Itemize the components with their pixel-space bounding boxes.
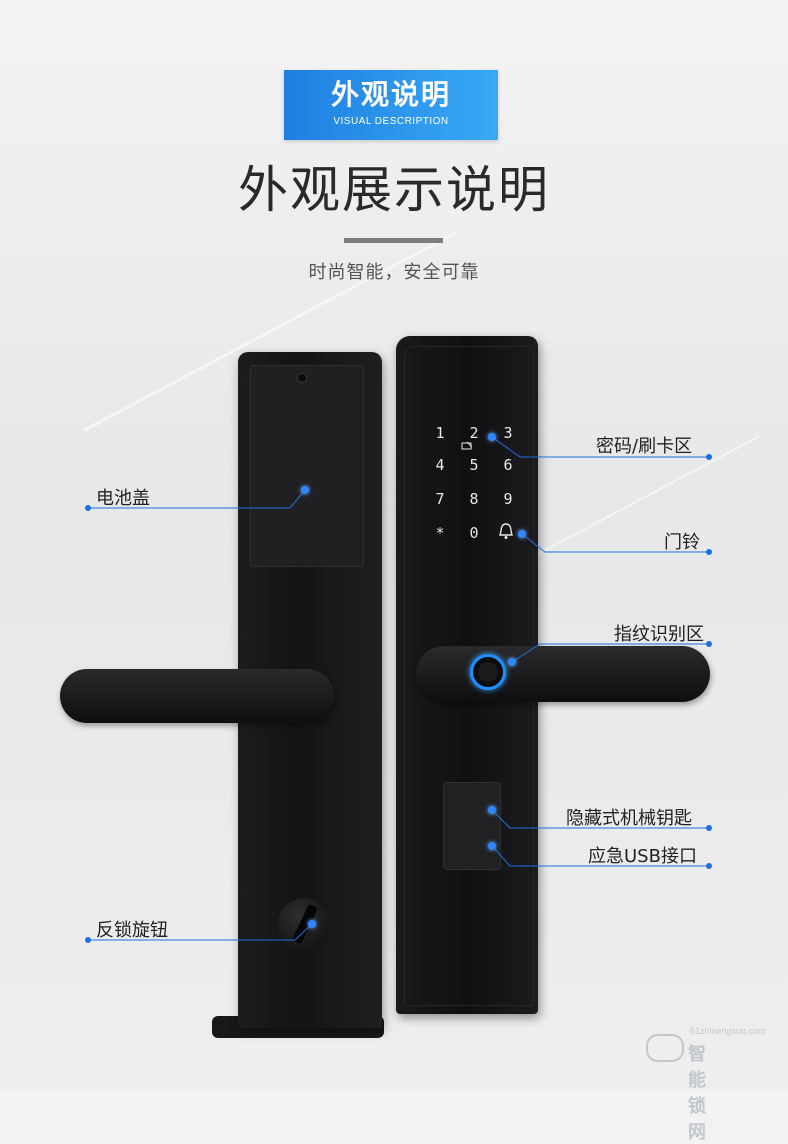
key-8: 8 (469, 490, 479, 508)
card-icon (460, 438, 474, 460)
usb-key-cover (443, 782, 501, 870)
callout-line-battery (88, 489, 306, 509)
usb-target-dot (488, 842, 496, 850)
title-divider (344, 238, 443, 243)
battery-end-dot (85, 505, 91, 511)
battery-target-dot (301, 486, 309, 494)
watermark-text: 智能锁网 (688, 1044, 706, 1143)
knob-target-dot (308, 920, 316, 928)
inner-handle (60, 669, 334, 723)
password-target-dot (488, 433, 496, 441)
key-4: 4 (435, 456, 445, 474)
key-star: * (435, 524, 445, 542)
key-0: 0 (469, 524, 479, 542)
bell-icon (492, 522, 520, 544)
key-1: 1 (435, 424, 445, 442)
fingerprint-end-dot (706, 641, 712, 647)
callout-line-usb (491, 845, 708, 867)
key-2: 2 (469, 424, 479, 442)
label-hidden-key: 隐藏式机械钥匙 (566, 808, 692, 829)
label-lock-knob: 反锁旋钮 (96, 920, 168, 941)
doorbell-target-dot (518, 530, 526, 538)
password-end-dot (706, 454, 712, 460)
fingerprint-sensor (478, 662, 498, 682)
key-7: 7 (435, 490, 445, 508)
label-battery-cover: 电池盖 (96, 488, 150, 509)
callout-line-fingerprint (511, 643, 708, 663)
fingerprint-target-dot (508, 658, 516, 666)
badge-title: 外观说明 (330, 78, 451, 111)
callout-line-knob (88, 923, 313, 941)
key-9: 9 (503, 490, 513, 508)
callout-lines (88, 436, 708, 941)
page-title: 外观展示说明 (238, 161, 550, 219)
watermark-logo-icon (646, 1034, 684, 1062)
knob-end-dot (85, 937, 91, 943)
doorbell-end-dot (706, 549, 712, 555)
usb-end-dot (706, 863, 712, 869)
hidden-key-end-dot (706, 825, 712, 831)
section-badge: 外观说明 VISUAL DESCRIPTION (284, 70, 498, 140)
key-3: 3 (503, 424, 513, 442)
label-doorbell: 门铃 (664, 532, 700, 553)
cover-screw-icon (297, 373, 307, 383)
badge-subtitle: VISUAL DESCRIPTION (333, 116, 449, 127)
label-password-card: 密码/刷卡区 (596, 436, 693, 457)
callout-line-doorbell (521, 533, 708, 553)
watermark-url: 51zhinengsuo.com (690, 1026, 766, 1036)
page-subtitle: 时尚智能，安全可靠 (308, 262, 480, 283)
key-6: 6 (503, 456, 513, 474)
key-5: 5 (469, 456, 479, 474)
hidden-key-target-dot (488, 806, 496, 814)
battery-cover (250, 365, 364, 567)
label-fingerprint: 指纹识别区 (614, 624, 704, 645)
keypad: 1 2 3 4 5 6 7 8 9 * 0 (422, 420, 526, 550)
label-usb: 应急USB接口 (588, 846, 697, 867)
callout-line-password (491, 436, 708, 458)
outer-handle (416, 646, 710, 702)
callout-line-hidden-key (491, 809, 708, 829)
